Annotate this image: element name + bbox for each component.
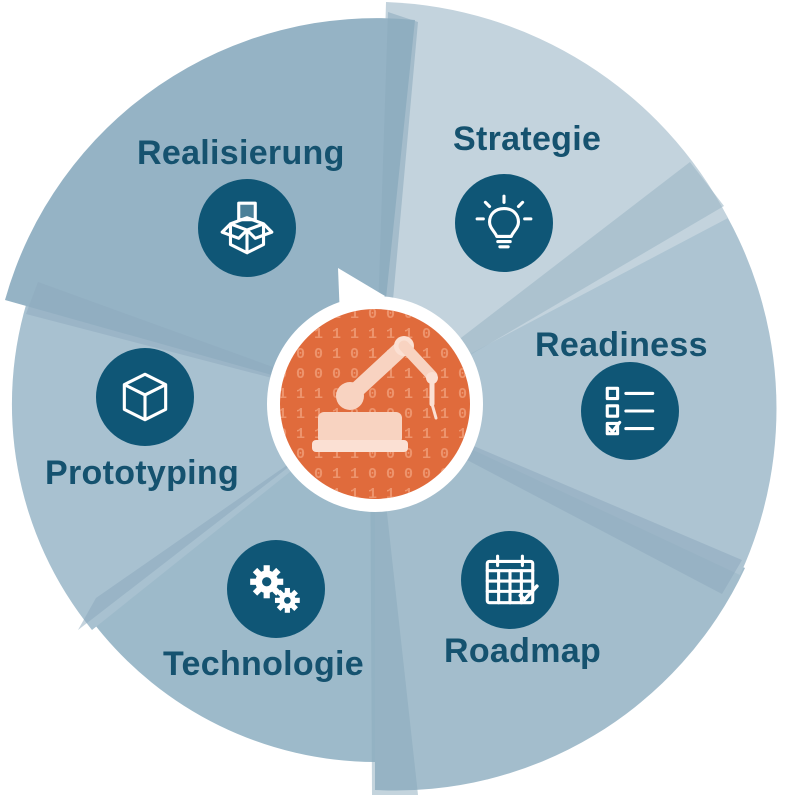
calendar-icon (461, 531, 559, 629)
segment-label-realisierung: Realisierung (137, 134, 345, 172)
segment-wedge-readiness (375, 196, 777, 575)
segment-label-readiness: Readiness (535, 326, 708, 364)
gears-icon (227, 540, 325, 638)
lightbulb-icon (455, 174, 553, 272)
cube-icon (96, 348, 194, 446)
segment-label-strategie: Strategie (453, 120, 602, 158)
cycle-arrow-icon (338, 268, 385, 318)
binary-row: 0 0 1 1 1 1 1 1 0 0 0 0 1 1 1 0 0 0 1 0 … (278, 326, 665, 343)
segment-label-roadmap: Roadmap (444, 632, 602, 670)
binary-row: 0 0 0 1 1 0 0 0 0 0 0 1 1 1 1 0 0 1 1 1 … (278, 466, 665, 483)
segment-wedge-strategie (375, 2, 728, 404)
robot-arm-icon (312, 336, 438, 452)
segment-wedge-roadmap (375, 404, 745, 791)
checklist-icon (581, 362, 679, 460)
segment-label-prototyping: Prototyping (45, 454, 240, 492)
segment-label-technologie: Technologie (163, 645, 365, 683)
binary-row: 1 1 1 0 0 0 0 1 1 1 0 0 0 1 0 1 1 1 1 0 … (278, 386, 665, 403)
box-icon (198, 179, 296, 277)
